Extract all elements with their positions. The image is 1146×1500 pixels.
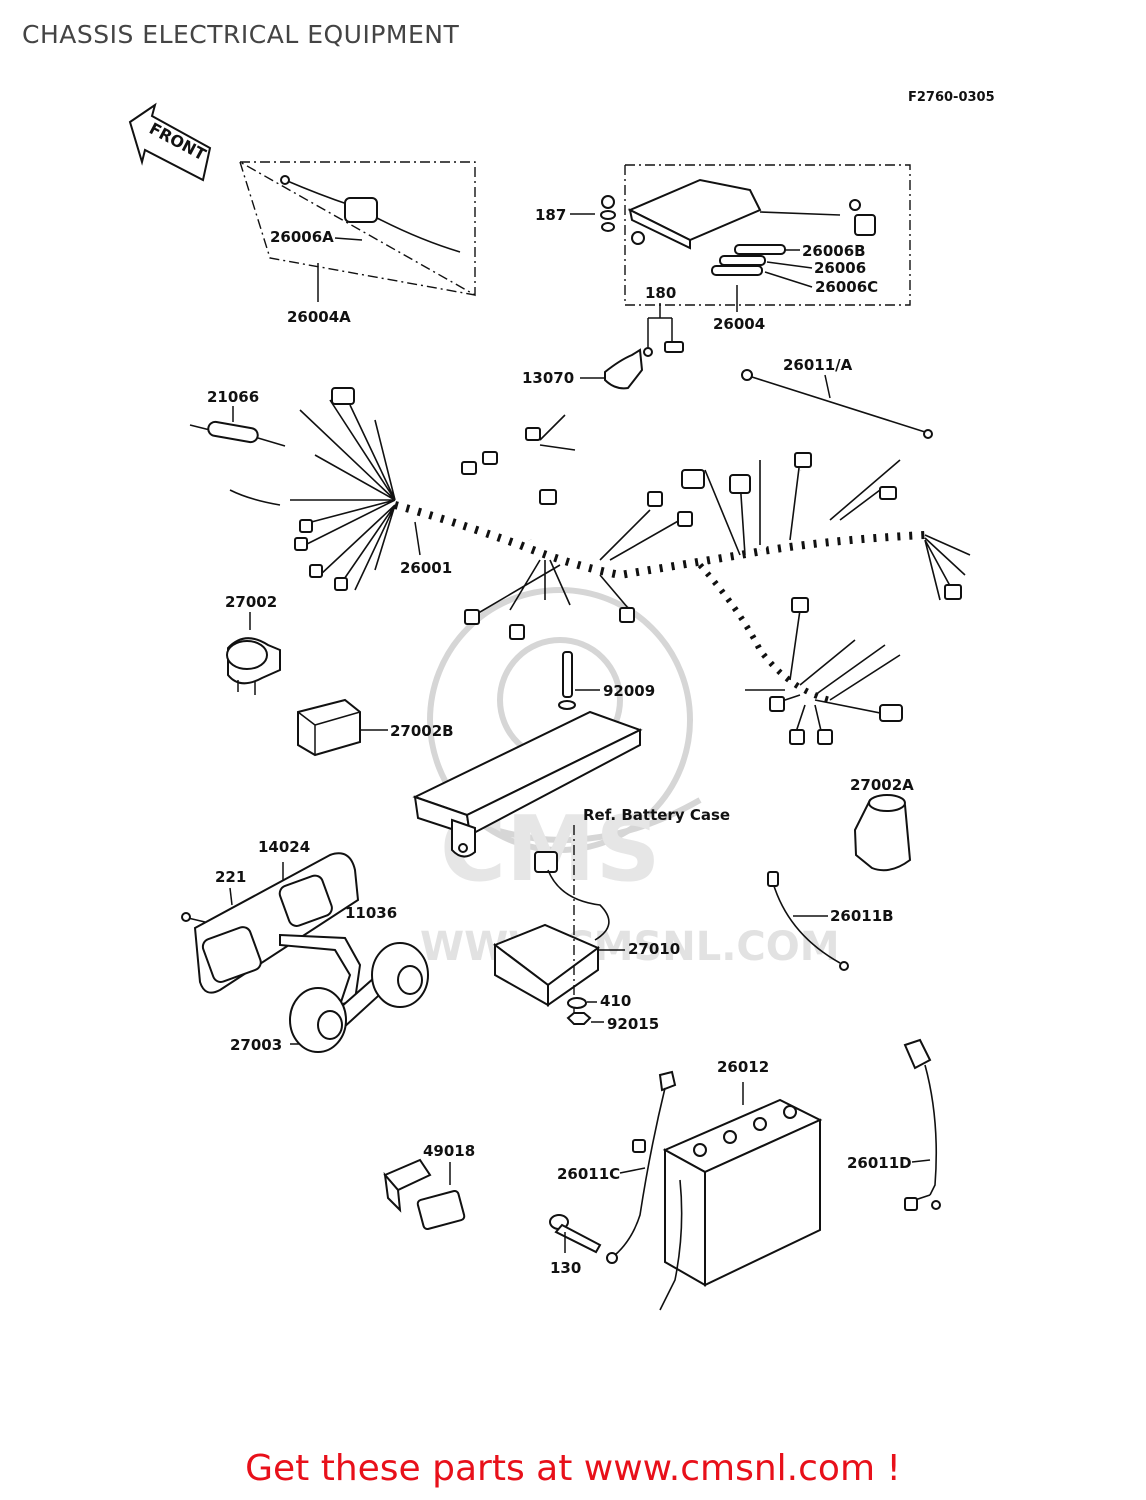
label-26004: 26004 <box>713 315 765 333</box>
part-410[interactable] <box>567 997 587 1009</box>
watermark-text: WWW.CMSNL.COM <box>420 924 840 970</box>
label-187: 187 <box>535 206 566 224</box>
label-27002A: 27002A <box>850 776 914 794</box>
label-26006B: 26006B <box>802 242 866 260</box>
label-26006A: 26006A <box>270 228 334 246</box>
label-27002: 27002 <box>225 593 277 611</box>
label-26006: 26006 <box>814 259 866 277</box>
label-21066: 21066 <box>207 388 259 406</box>
part-27002[interactable] <box>226 637 281 695</box>
label-130: 130 <box>550 1259 581 1277</box>
part-26004[interactable] <box>600 164 911 312</box>
label-27003: 27003 <box>230 1036 282 1054</box>
figure-code: F2760-0305 <box>908 90 995 105</box>
label-26011A: 26011/A <box>783 356 853 374</box>
label-26001: 26001 <box>400 559 452 577</box>
label-49018: 49018 <box>423 1142 475 1160</box>
part-27010[interactable] <box>492 825 610 1020</box>
label-92009: 92009 <box>603 682 655 700</box>
part-26012[interactable] <box>662 1082 823 1287</box>
label-92015: 92015 <box>607 1015 659 1033</box>
part-26011C[interactable] <box>606 1070 683 1311</box>
part-130[interactable] <box>549 1214 602 1254</box>
part-221[interactable] <box>181 912 206 923</box>
part-13070[interactable] <box>604 348 644 390</box>
part-26011B[interactable] <box>767 871 849 971</box>
part-92015[interactable] <box>566 1012 592 1025</box>
ref-battery-case-label: Ref. Battery Case <box>583 806 730 824</box>
label-27002B: 27002B <box>390 722 454 740</box>
label-26011D: 26011D <box>847 1154 912 1172</box>
part-27002A[interactable] <box>853 794 912 872</box>
label-26011C: 26011C <box>557 1165 620 1183</box>
part-21066[interactable] <box>189 420 286 447</box>
part-92009[interactable] <box>558 651 576 710</box>
label-14024: 14024 <box>258 838 310 856</box>
part-49018[interactable] <box>383 1158 466 1231</box>
page-title: CHASSIS ELECTRICAL EQUIPMENT <box>22 20 460 49</box>
part-27003[interactable] <box>289 942 429 1053</box>
label-13070: 13070 <box>522 369 574 387</box>
label-180: 180 <box>645 284 676 302</box>
part-14024[interactable] <box>193 852 360 994</box>
label-26004A: 26004A <box>287 308 351 326</box>
label-26006C: 26006C <box>815 278 878 296</box>
label-221: 221 <box>215 868 246 886</box>
label-26011B: 26011B <box>830 907 894 925</box>
battery-case <box>412 710 643 858</box>
part-26011D[interactable] <box>903 1038 941 1211</box>
label-410: 410 <box>600 992 631 1010</box>
label-26012: 26012 <box>717 1058 769 1076</box>
front-arrow-icon: FRONT <box>128 102 212 182</box>
part-26001[interactable] <box>229 387 971 745</box>
label-11036: 11036 <box>345 904 397 922</box>
footer-banner[interactable]: Get these parts at www.cmsnl.com ! <box>245 1448 901 1489</box>
label-27010: 27010 <box>628 940 680 958</box>
part-180[interactable] <box>643 303 684 357</box>
part-26004A[interactable] <box>239 161 476 302</box>
part-26011A[interactable] <box>741 369 933 439</box>
part-27002B[interactable] <box>297 698 361 757</box>
